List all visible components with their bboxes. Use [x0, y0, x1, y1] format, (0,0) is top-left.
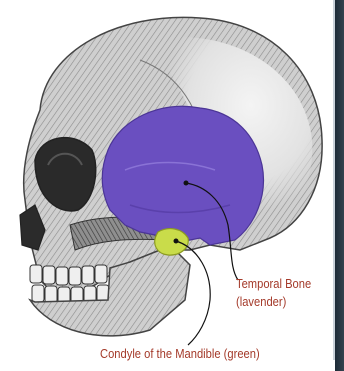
temporal-bone-color-note: (lavender) — [236, 294, 286, 310]
temporal-bone-label: Temporal Bone — [236, 276, 311, 292]
frame-border — [335, 0, 344, 371]
temporal-bone — [102, 106, 263, 245]
condyle — [155, 229, 189, 255]
condyle-label: Condyle of the Mandible (green) — [100, 346, 260, 362]
teeth — [30, 265, 109, 304]
